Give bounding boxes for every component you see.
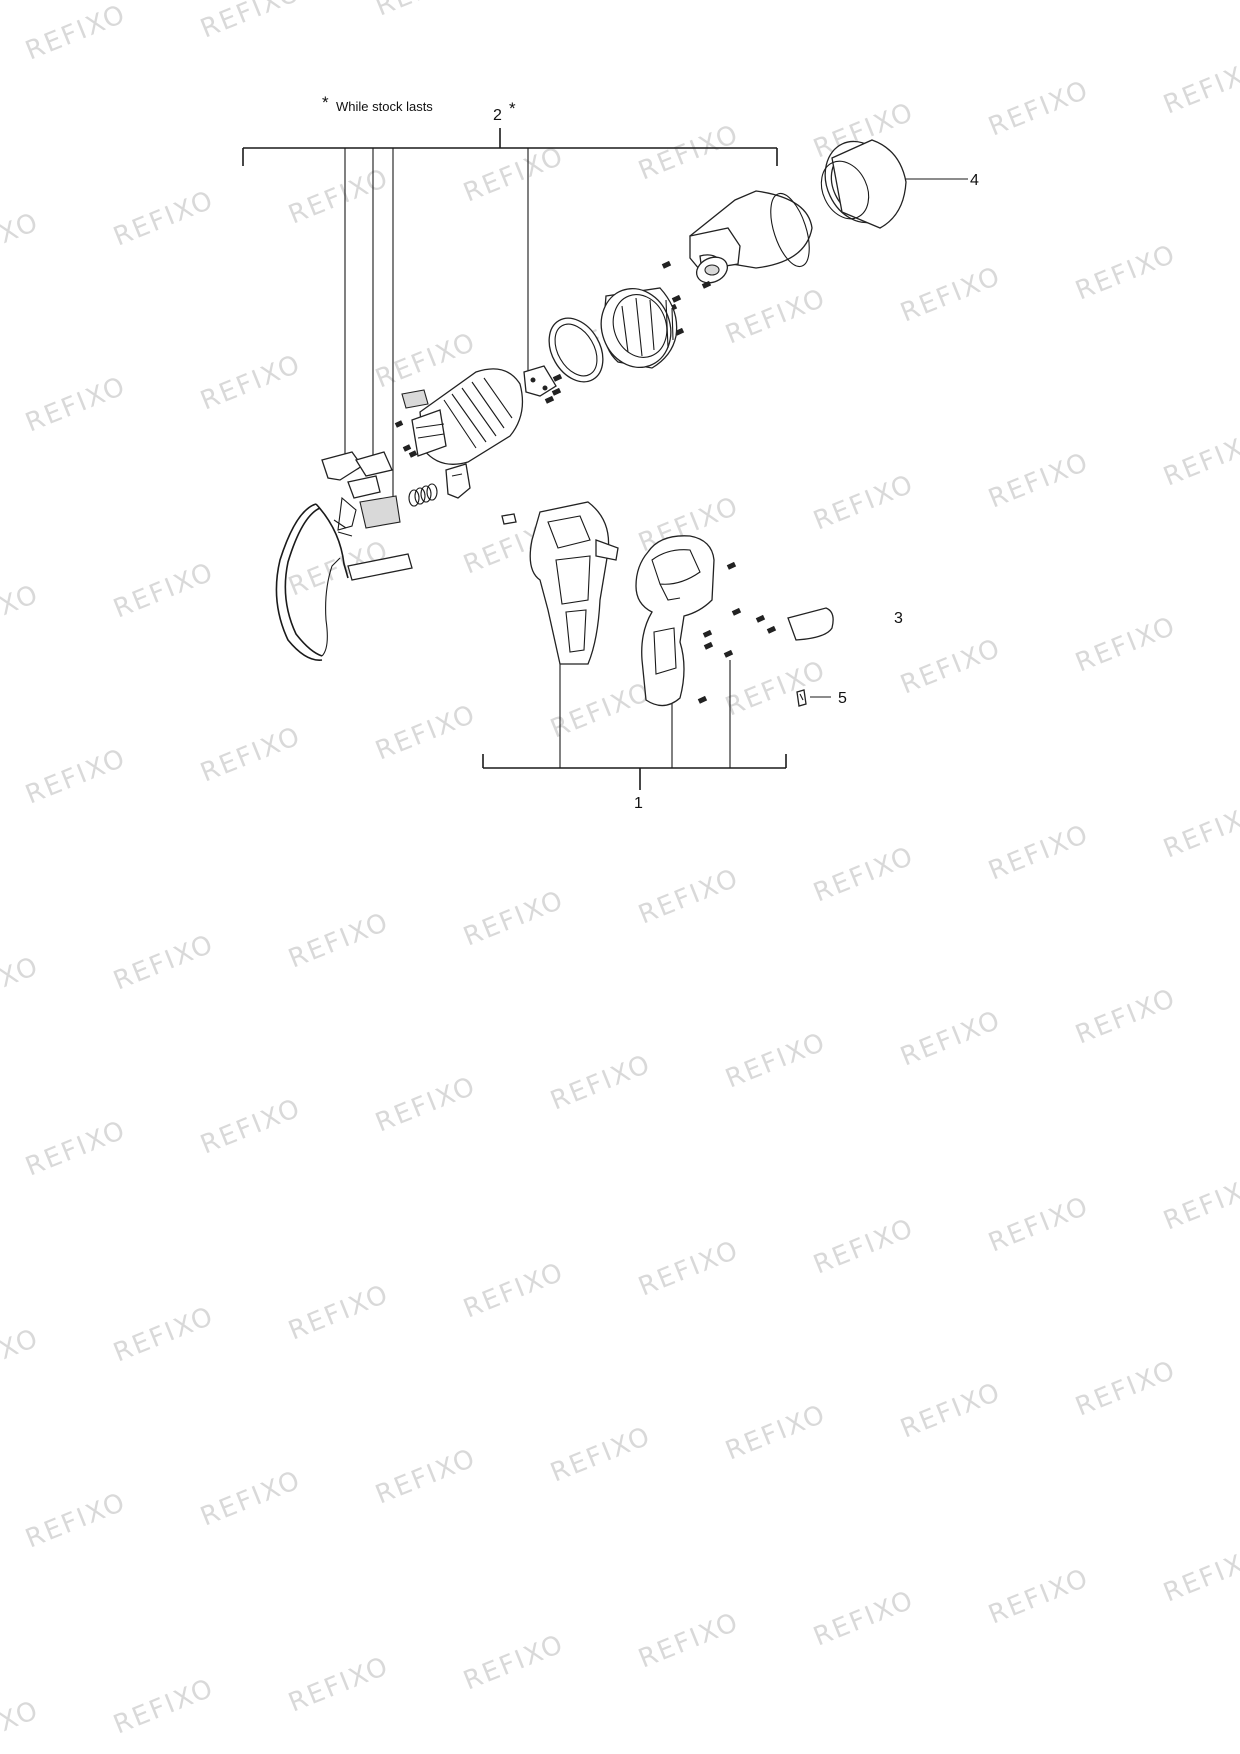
watermark-text: REFIXO xyxy=(721,283,830,350)
watermark-text: REFIXO xyxy=(984,1563,1093,1630)
watermark-text: REFIXO xyxy=(809,1585,918,1652)
watermark-text: REFIXO xyxy=(1071,611,1180,678)
watermark-text: REFIXO xyxy=(459,1257,568,1324)
watermark-text: REFIXO xyxy=(196,1093,305,1160)
watermark-text: REFIXO xyxy=(459,141,568,208)
watermark-text: REFIXO xyxy=(284,163,393,230)
callout-3-label: 3 xyxy=(894,610,903,627)
watermark-text: REFIXO xyxy=(371,699,480,766)
watermark-text: REFIXO xyxy=(634,863,743,930)
watermark-text: REFIXO xyxy=(721,1399,830,1466)
head-housing xyxy=(600,287,678,369)
watermark-text: REFIXO xyxy=(1071,1355,1180,1422)
watermark-text: REFIXO xyxy=(109,929,218,996)
watermark-text: REFIXO xyxy=(196,1465,305,1532)
watermark-text: REFIXO xyxy=(21,0,130,66)
watermark-text: REFIXO xyxy=(0,1695,44,1754)
watermark-text: REFIXO xyxy=(0,207,44,274)
watermark-text: REFIXO xyxy=(1159,53,1240,120)
watermark-text: REFIXO xyxy=(1159,797,1240,864)
bracket-1: 1 xyxy=(482,650,787,812)
switch-cluster xyxy=(321,451,401,537)
callout-4-label: 4 xyxy=(970,172,979,189)
clip-small xyxy=(501,513,517,525)
watermark-text: REFIXO xyxy=(284,1651,393,1718)
motor-plate xyxy=(523,365,557,397)
watermark-text: REFIXO xyxy=(21,743,130,810)
watermark-text: REFIXO xyxy=(721,655,830,722)
watermark-text: REFIXO xyxy=(896,1377,1005,1444)
led-mount xyxy=(695,256,729,284)
watermark-text: REFIXO xyxy=(809,1213,918,1280)
watermark-text: REFIXO xyxy=(371,1443,480,1510)
watermark-text: REFIXO xyxy=(284,907,393,974)
watermark-text: REFIXO xyxy=(284,1279,393,1346)
watermark-text: REFIXO xyxy=(809,841,918,908)
watermark-text: REFIXO xyxy=(634,1235,743,1302)
callout-4: 4 xyxy=(905,172,979,189)
note-text: While stock lasts xyxy=(336,99,433,114)
watermark-text: REFIXO xyxy=(984,1191,1093,1258)
watermark-text: REFIXO xyxy=(809,469,918,536)
watermark-text: REFIXO xyxy=(1159,1169,1240,1236)
watermark-text: REFIXO xyxy=(1071,983,1180,1050)
watermark-text: REFIXO xyxy=(984,75,1093,142)
housing-right-half xyxy=(635,535,715,707)
screws-housing xyxy=(697,561,777,704)
callout-5: 5 xyxy=(810,690,847,707)
callout-2-star: * xyxy=(509,99,516,118)
bracket-2: 2 * xyxy=(242,99,778,508)
housing-left-half xyxy=(529,501,619,665)
watermark-text: REFIXO xyxy=(546,1421,655,1488)
end-cap-ring xyxy=(820,139,907,229)
watermark-text: REFIXO xyxy=(109,185,218,252)
watermark-text: REFIXO xyxy=(459,885,568,952)
watermark-text: REFIXO xyxy=(1159,425,1240,492)
watermark-text: REFIXO xyxy=(371,0,480,22)
callout-2-label: 2 xyxy=(493,107,502,124)
watermark-text: REFIXO xyxy=(721,1027,830,1094)
callout-5-label: 5 xyxy=(838,690,847,707)
note-star: * xyxy=(322,93,329,112)
watermark-text: REFIXO xyxy=(546,677,655,744)
watermark-text: REFIXO xyxy=(984,447,1093,514)
watermark-text: REFIXO xyxy=(896,261,1005,328)
watermark-text: REFIXO xyxy=(0,579,44,646)
watermark-text: REFIXO xyxy=(896,633,1005,700)
watermark-text: REFIXO xyxy=(546,1049,655,1116)
watermark-text: REFIXO xyxy=(196,349,305,416)
watermark-text: REFIXO xyxy=(196,0,305,44)
band-ring xyxy=(548,317,604,383)
watermark-text: REFIXO xyxy=(634,1607,743,1674)
watermark-text: REFIXO xyxy=(371,1071,480,1138)
watermark-text: REFIXO xyxy=(196,721,305,788)
watermark-text: REFIXO xyxy=(1071,239,1180,306)
watermark-text: REFIXO xyxy=(1159,1541,1240,1608)
watermark-text: REFIXO xyxy=(0,951,44,1018)
motor-assembly xyxy=(401,368,524,465)
watermark-text: REFIXO xyxy=(634,119,743,186)
watermark-text: REFIXO xyxy=(459,1629,568,1696)
small-bracket xyxy=(445,463,471,499)
clip-part-5 xyxy=(796,689,807,707)
watermark-text: REFIXO xyxy=(21,371,130,438)
stock-note: * While stock lasts xyxy=(322,93,433,114)
watermark-text: REFIXO xyxy=(21,1115,130,1182)
label-plate xyxy=(787,607,834,641)
watermark-text: REFIXO xyxy=(109,1301,218,1368)
watermark-text: REFIXO xyxy=(0,1323,44,1390)
watermark-text: REFIXO xyxy=(109,557,218,624)
watermark-text: REFIXO xyxy=(109,1673,218,1740)
wire-harness xyxy=(275,503,413,661)
watermark-text: REFIXO xyxy=(896,1005,1005,1072)
spring xyxy=(408,483,438,507)
watermark-text: REFIXO xyxy=(984,819,1093,886)
watermark-text: REFIXO xyxy=(21,1487,130,1554)
callout-1-label: 1 xyxy=(634,795,643,812)
